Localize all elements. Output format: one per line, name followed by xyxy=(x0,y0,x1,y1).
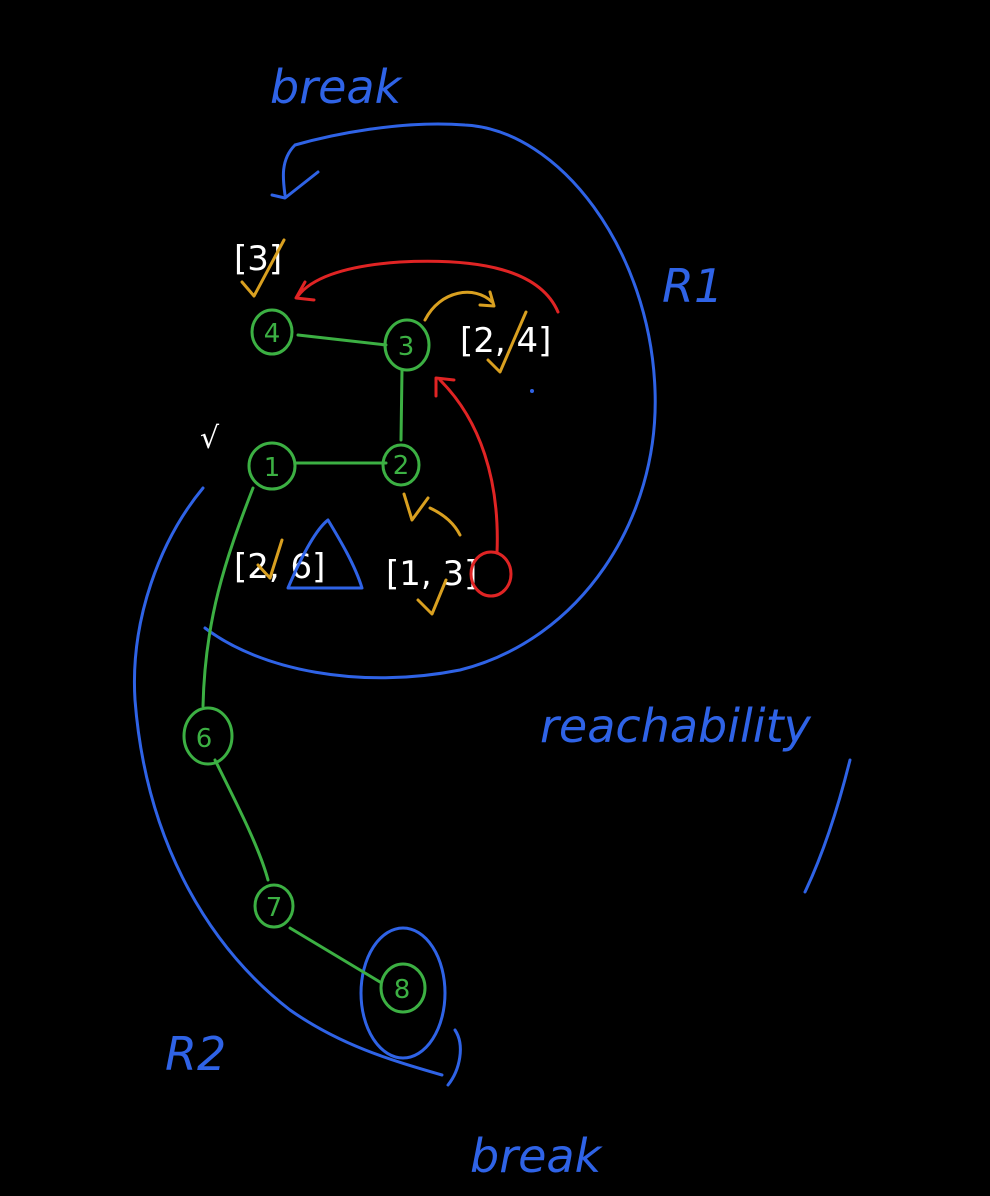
region-r1-outline xyxy=(203,122,657,680)
check-mark-node-1: √ xyxy=(200,421,220,456)
reachability-underline-tail xyxy=(803,758,852,894)
orange-arrow-2-to-list-b xyxy=(428,506,462,537)
red-circle-3-in-list xyxy=(469,550,513,598)
break-label-bottom: break xyxy=(470,1129,604,1183)
dot-mark xyxy=(530,389,534,393)
red-arrow-to-node-3 xyxy=(438,378,499,555)
node-2-label: 2 xyxy=(393,451,410,481)
edge-4-3 xyxy=(296,333,388,347)
node-8-blue-ring xyxy=(359,926,447,1060)
list-1-3: [1, 3] xyxy=(386,554,477,594)
orange-check-list-3 xyxy=(240,238,286,298)
red-arrowhead-node-4 xyxy=(294,280,316,302)
node-6 xyxy=(182,706,234,766)
orange-check-list-1-3 xyxy=(416,578,448,616)
region-r2-outline xyxy=(132,486,444,1077)
orange-arrow-2-to-list xyxy=(402,492,430,522)
list-2-4: [2, 4] xyxy=(460,321,551,361)
node-7 xyxy=(253,883,295,929)
node-1 xyxy=(247,441,297,491)
node-7-label: 7 xyxy=(266,893,283,923)
node-4 xyxy=(250,308,294,356)
blue-mark-list-2-6 xyxy=(286,518,364,590)
node-8-label: 8 xyxy=(394,975,411,1005)
break-arrow-top xyxy=(270,170,320,200)
edge-6-7 xyxy=(213,758,270,882)
node-8 xyxy=(379,962,427,1014)
node-6-label: 6 xyxy=(196,724,213,754)
node-3-label: 3 xyxy=(398,332,415,362)
r2-label: R2 xyxy=(165,1027,226,1081)
orange-check-list-2-6 xyxy=(256,538,284,580)
edge-1-6 xyxy=(201,486,255,708)
node-3 xyxy=(383,318,431,372)
orange-check-list-2-4 xyxy=(486,310,528,374)
node-4-label: 4 xyxy=(264,319,281,349)
edge-7-8 xyxy=(288,926,382,984)
list-2-6: [2, 6] xyxy=(234,547,325,587)
r1-label: R1 xyxy=(662,259,723,313)
node-1-label: 1 xyxy=(264,453,281,483)
region-r2-tail xyxy=(446,1028,462,1087)
node-2 xyxy=(381,443,421,487)
red-arrowhead-node-3 xyxy=(434,376,456,398)
red-arrow-to-node-4 xyxy=(296,259,560,314)
reachability-label: reachability xyxy=(540,699,812,753)
orange-arrow-3-to-list xyxy=(423,290,494,322)
edge-3-2 xyxy=(399,368,404,442)
orange-arrowhead-3 xyxy=(478,290,496,308)
break-label-top: break xyxy=(270,60,404,114)
